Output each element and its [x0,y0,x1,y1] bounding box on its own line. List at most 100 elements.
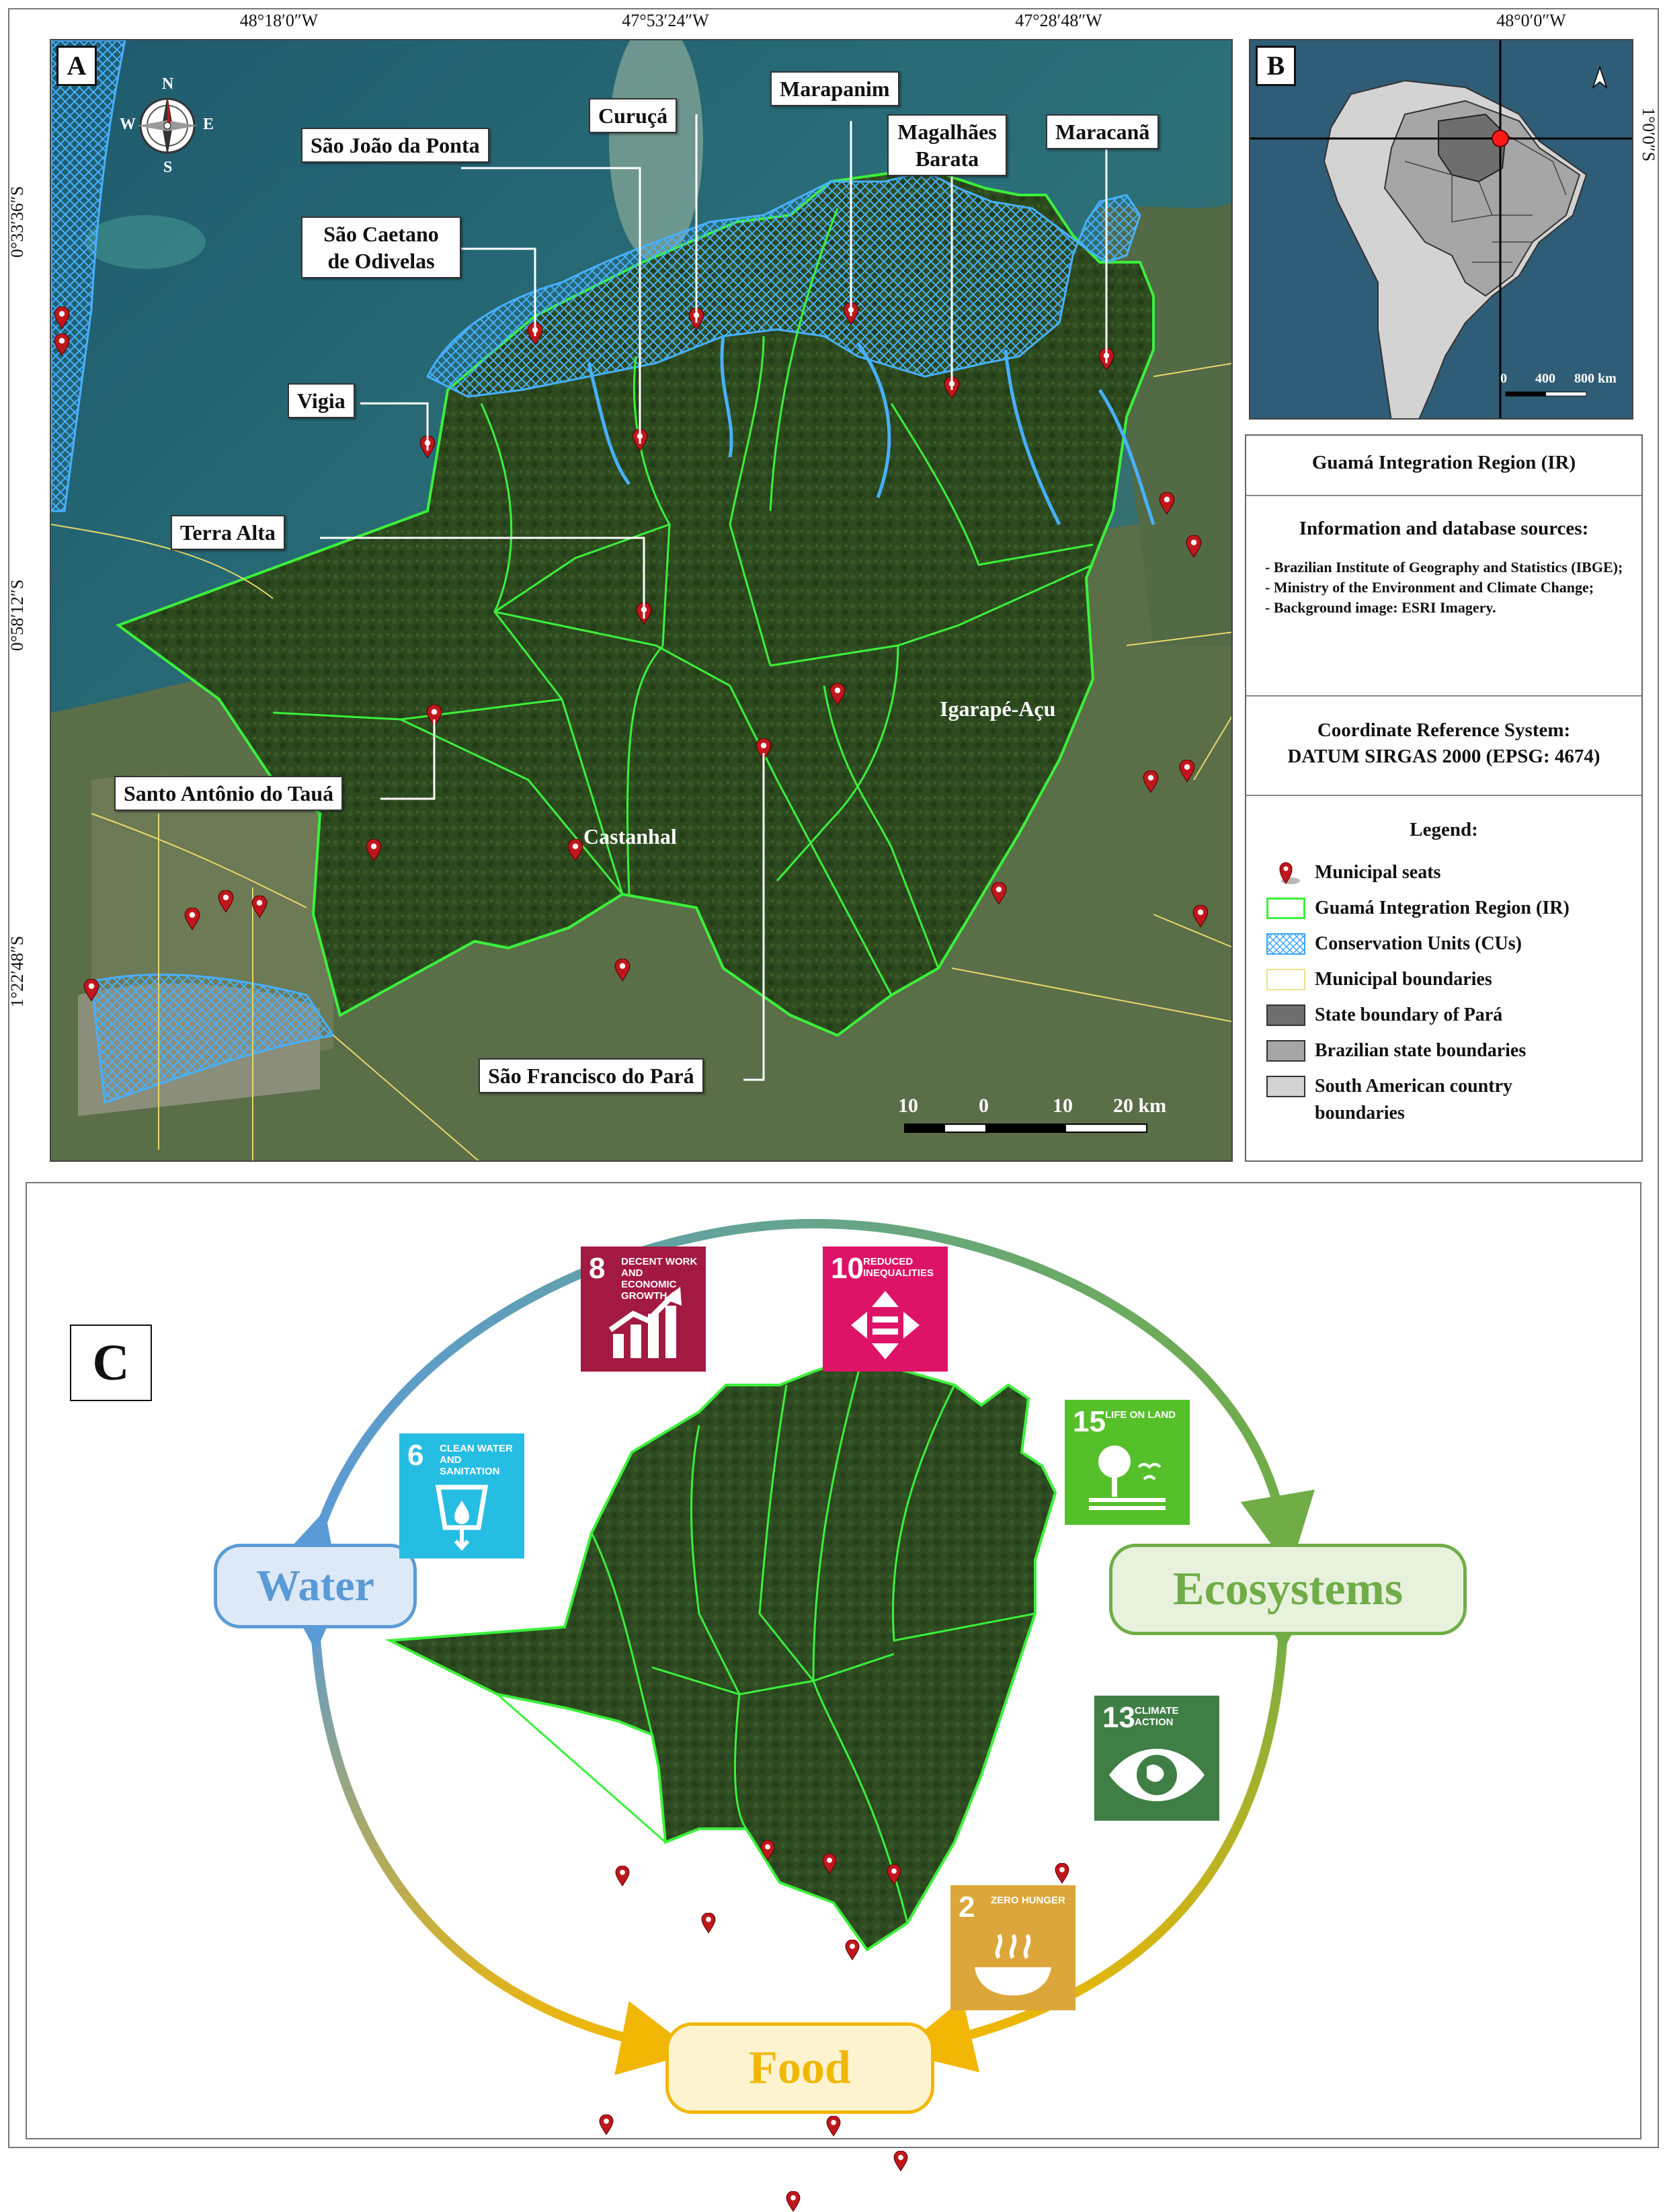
swatch-region [1266,898,1305,919]
scale-tick: 10 [898,1095,918,1117]
legend-label: Guamá Integration Region (IR) [1315,898,1570,918]
longitude-label: 48°0′0″W [1496,11,1566,30]
panel-letter-b: B [1256,46,1296,86]
source-line: - Ministry of the Environment and Climat… [1265,579,1594,596]
compass-w: W [120,116,136,133]
info-legend-box: Guamá Integration Region (IR) Informatio… [1245,434,1643,1162]
nexus-cycle-arrows [268,1218,1323,2076]
compass-e: E [203,116,214,133]
crs-section: Coordinate Reference System: DATUM SIRGA… [1246,695,1641,796]
sdg-number: 10 [831,1252,864,1285]
legend-label: South American country boundaries [1315,1076,1512,1123]
crs-title: Coordinate Reference System: [1317,719,1571,741]
swatch-conservation [1266,933,1305,955]
north-arrow-compass: N S E W [117,75,218,176]
sdg-title: Reduced inequalities [863,1256,934,1279]
scale-tick: 20 km [1113,1095,1167,1117]
longitude-label: 47°53′24″W [622,11,709,30]
sdg-number: 2 [959,1891,975,1924]
label-terra-alta: Terra Alta [171,515,285,550]
earth-eye-icon [1109,1749,1205,1801]
label-sao-joao-da-ponta: São João da Ponta [301,128,489,163]
north-arrow-icon [1592,65,1608,89]
scale-tick: 800 km [1574,371,1617,386]
ecosystems-node: Ecosystems [1109,1544,1467,1635]
longitude-label: 48°18′0″W [239,11,319,30]
water-drop-icon [435,1485,489,1551]
compass-s: S [163,159,173,176]
latitude-label: 0°33′36″S [7,186,27,258]
sources-section: Information and database sources: - Braz… [1246,495,1641,697]
nexus-diagram-panel-c: C Water Ecosystems Food 6 Clean water an… [26,1182,1641,2212]
legend-item-region: Guamá Integration Region (IR) [1266,895,1570,922]
sdg-title: Decent work and economic growth [621,1256,698,1302]
region-title-section: Guamá Integration Region (IR) [1246,436,1641,496]
latitude-label: 1°22′48″S [7,935,27,1008]
sdg-number: 8 [589,1252,606,1285]
label-magalhaes-barata: Magalhães Barata [887,114,1007,176]
swatch-state-para [1266,1004,1305,1026]
source-line: - Background image: ESRI Imagery. [1265,599,1496,616]
map-panel-a[interactable]: A N S E W São João da Ponta São Caetano … [50,39,1233,1162]
legend-item-countries: South American country boundaries [1266,1073,1516,1130]
legend-label: State boundary of Pará [1315,1004,1503,1025]
label-santo-antonio-do-taua: Santo Antônio do Tauá [114,776,343,811]
panel-letter-a: A [56,46,97,86]
region-title: Guamá Integration Region (IR) [1311,452,1576,473]
label-curuca: Curuçá [589,98,678,133]
latitude-label: 0°58′12″S [7,579,27,651]
tree-icon [1089,1446,1166,1510]
crs-value: DATUM SIRGAS 2000 (EPSG: 4674) [1287,746,1600,767]
sdg-number: 15 [1073,1405,1106,1438]
legend-item-seats: Municipal seats [1266,859,1440,886]
scale-tick: 10 [1053,1095,1073,1117]
legend-label: Municipal seats [1315,862,1441,883]
food-node: Food [665,2022,934,2114]
water-node: Water [214,1544,417,1628]
south-america-map [1250,40,1632,418]
scale-bar-graphic [904,1123,1147,1133]
sources-title: Information and database sources: [1299,518,1589,539]
compass-rose-icon [137,95,198,156]
sdg-2-tile: 2 Zero hunger [950,1885,1075,2010]
sdg-number: 13 [1102,1701,1135,1734]
legend-section: Legend: Municipal seats Guamá Integratio… [1246,795,1641,1162]
inset-map-panel-b[interactable]: B 0 400 800 km [1249,39,1633,420]
food-bowl-icon [975,1934,1051,1996]
latitude-label: 1°0′0″S [1639,107,1658,162]
swatch-brazil-states [1266,1040,1305,1062]
sdg-8-tile: 8 Decent work and economic growth [581,1247,706,1372]
sdg-title: Life on land [1105,1409,1176,1421]
sdg-6-tile: 6 Clean water and sanitation [399,1433,524,1558]
legend-title: Legend: [1410,819,1478,840]
legend-label: Municipal boundaries [1315,969,1492,990]
sdg-number: 6 [407,1439,424,1472]
growth-chart-icon [608,1287,682,1358]
satellite-map [51,40,1231,1160]
legend-label: Brazilian state boundaries [1315,1040,1527,1061]
equality-arrows-icon [851,1291,920,1359]
scale-tick: 0 [1500,371,1507,386]
label-igarape-acu: Igarapé-Açu [940,697,1056,721]
label-castanhal: Castanhal [583,824,677,848]
source-line: - Brazilian Institute of Geography and S… [1265,559,1623,576]
legend-item-brazil-states: Brazilian state boundaries [1266,1037,1526,1064]
legend-item-conservation: Conservation Units (CUs) [1266,931,1522,957]
sdg-15-tile: 15 Life on land [1065,1400,1190,1525]
figure-frame [8,8,1659,2148]
scale-tick: 0 [979,1095,989,1117]
scale-bar: 10 0 10 20 km [885,1095,1194,1142]
sdg-10-tile: 10 Reduced inequalities [823,1247,948,1372]
swatch-municipal [1266,969,1305,990]
scale-tick: 400 [1535,371,1555,386]
swatch-countries [1266,1076,1305,1097]
label-maracana: Maracanã [1046,114,1160,149]
sdg-title: Climate action [1135,1705,1179,1728]
legend-item-state-para: State boundary of Pará [1266,1002,1502,1029]
legend-label: Conservation Units (CUs) [1315,933,1522,954]
legend-item-municipal: Municipal boundaries [1266,966,1492,993]
guama-region-mini-map [384,1356,1057,1952]
map-pin-icon [1279,862,1300,884]
sdg-title: Clean water and sanitation [440,1443,513,1477]
label-vigia: Vigia [288,383,355,418]
